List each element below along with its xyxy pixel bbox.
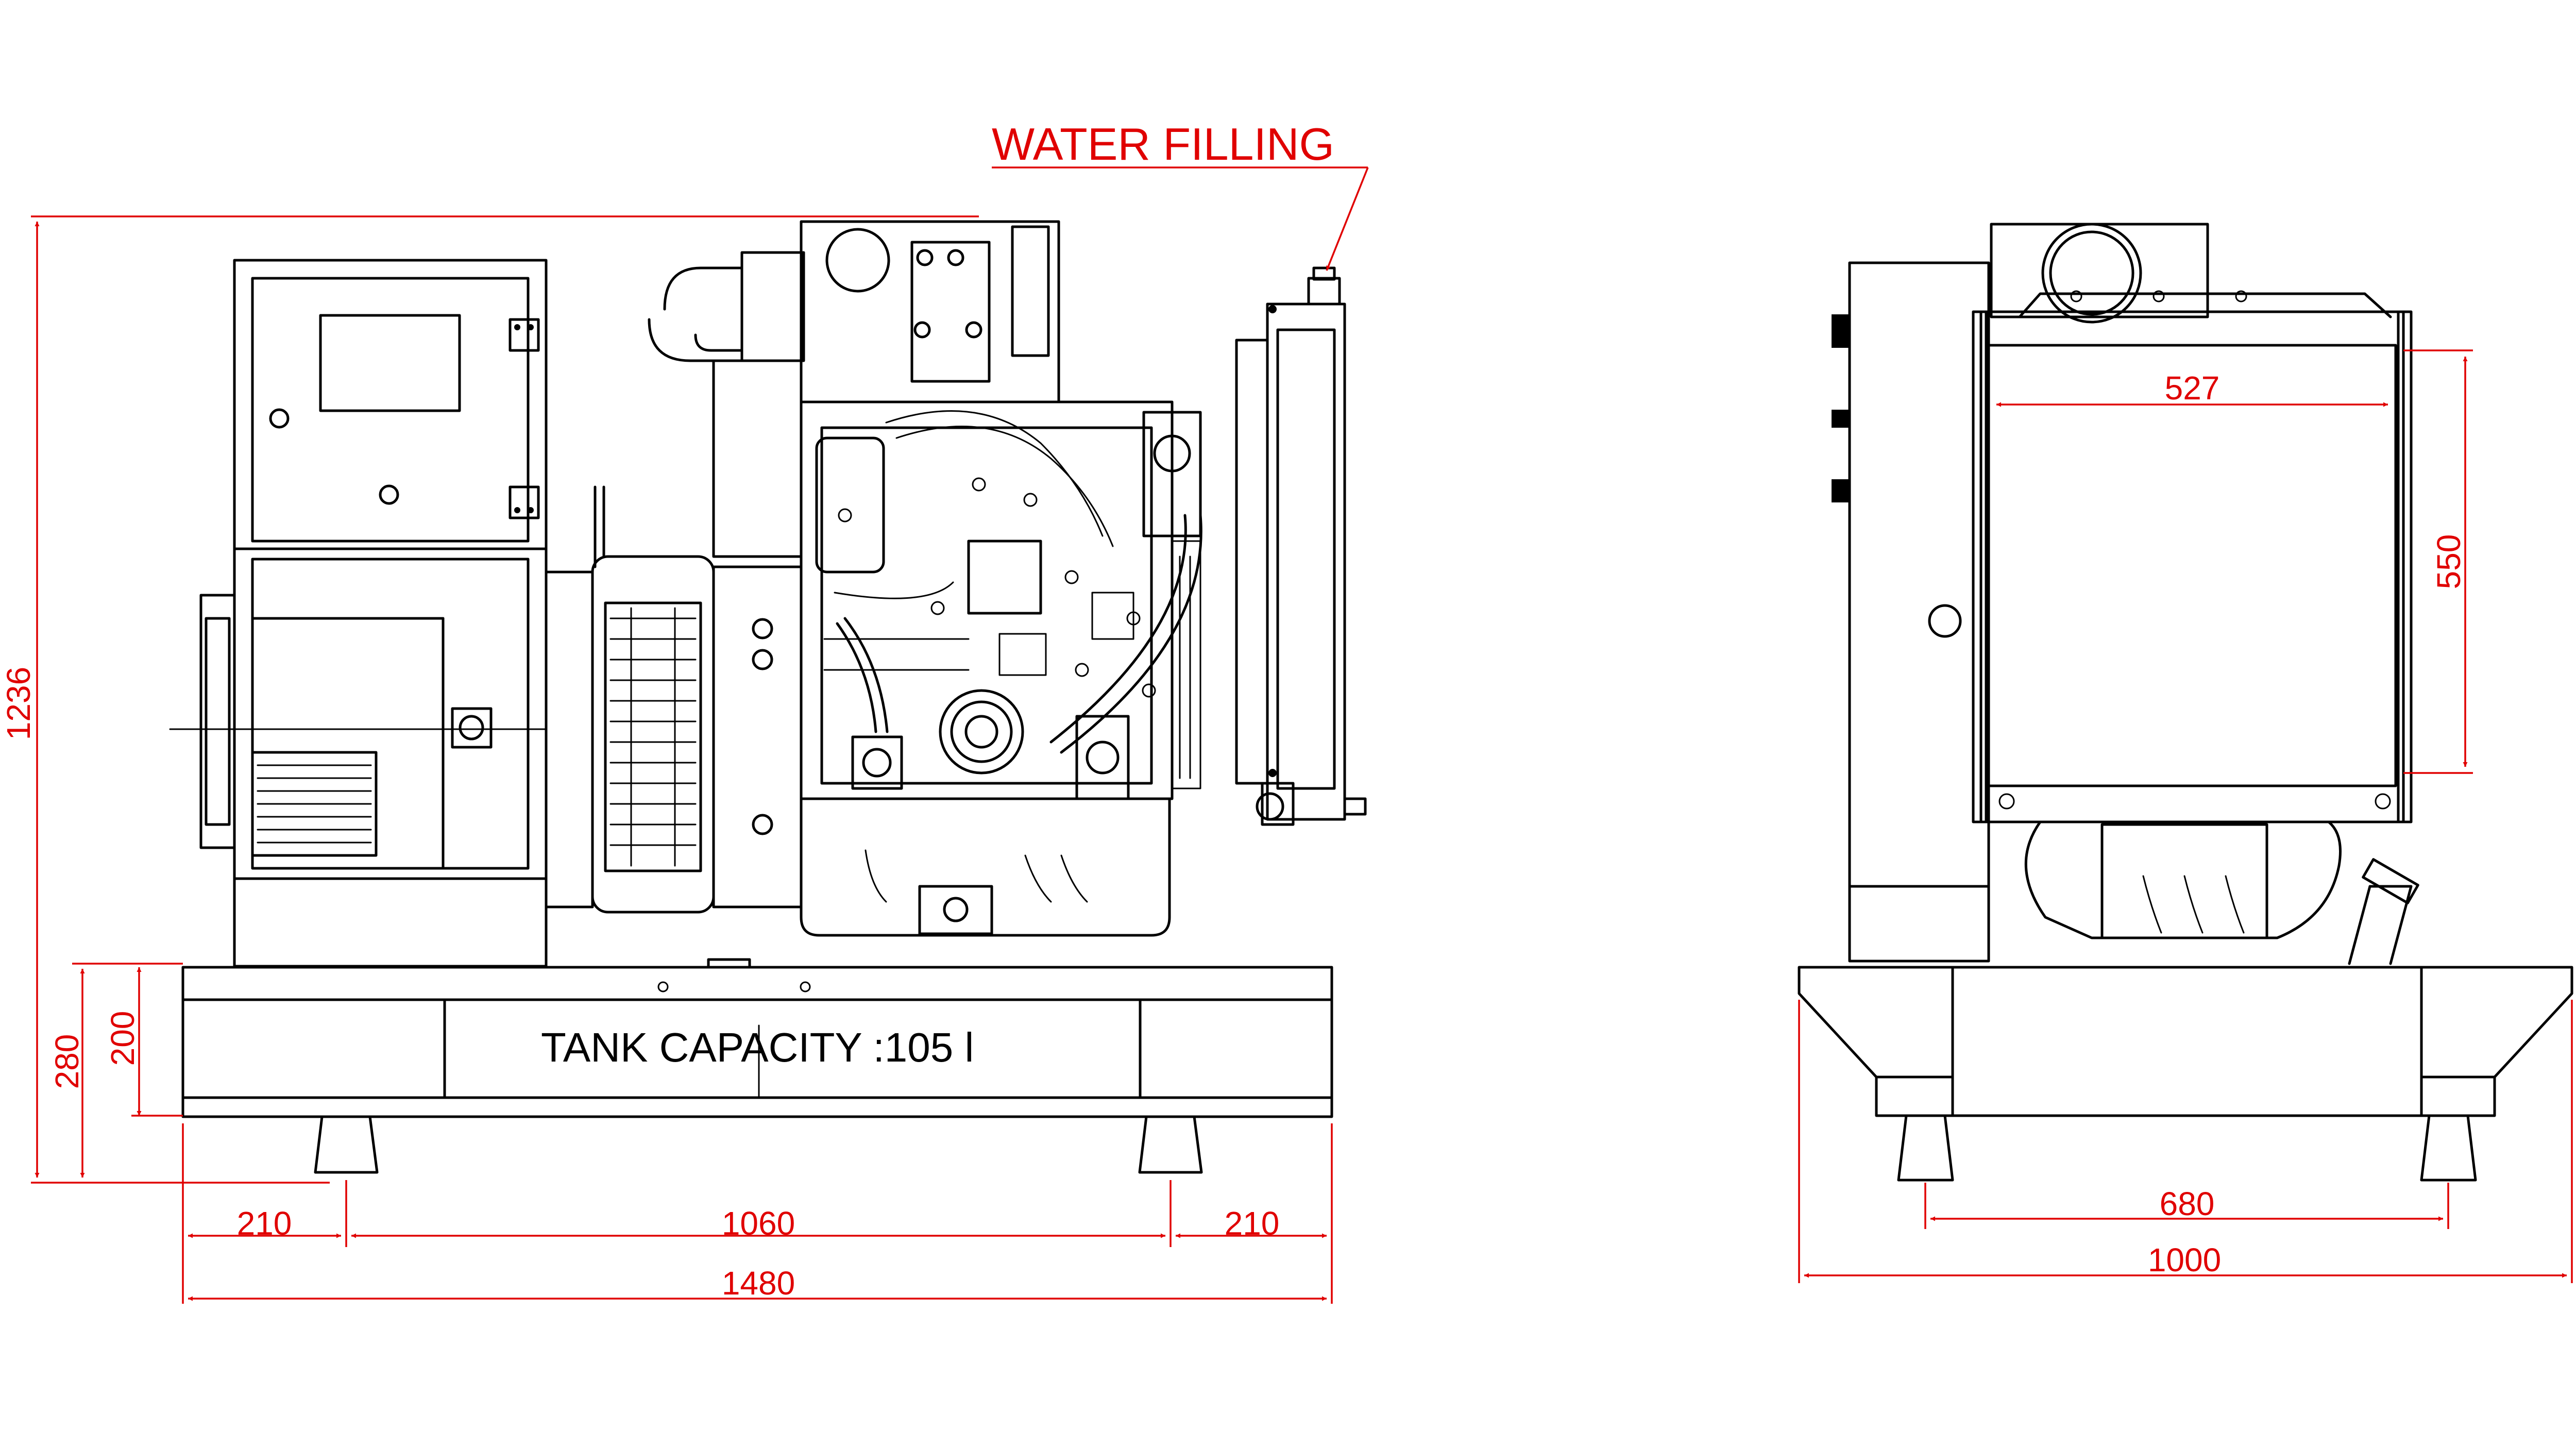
water-filling-label: WATER FILLING [992,119,1334,170]
dim-width-total: 1000 [2148,1241,2221,1278]
alternator [169,485,605,968]
dim-side-foot-spacing: 680 [2160,1185,2215,1222]
front-feet [314,1115,1203,1174]
dim-height-base: 280 [48,1034,86,1089]
radiator-front [1235,266,1367,826]
dim-length-total: 1480 [722,1265,795,1302]
front-view [169,220,1367,1174]
radiator-side [1972,290,2413,823]
side-lower-engine [2024,820,2419,965]
control-panel [233,259,548,550]
dim-height-total: 1236 [0,667,37,740]
side-feet [1897,1114,2477,1182]
side-control-panel [1832,261,1990,963]
side-engine-top [1990,223,2392,324]
dim-height-frame: 200 [104,1011,141,1066]
side-base [1798,966,2573,1117]
dim-radiator-height: 550 [2430,534,2467,590]
tank-capacity-label: TANK CAPACITY :105 l [541,1024,974,1070]
side-view [1798,223,2573,1182]
fan-guard [591,555,803,914]
dim-foot-offset-left: 210 [237,1205,292,1242]
dim-radiator-width: 527 [2165,369,2220,407]
dim-foot-spacing: 1060 [722,1205,795,1242]
water-filling-callout: WATER FILLING [992,119,1369,271]
dim-foot-offset-right: 210 [1225,1205,1280,1242]
fan-grille [609,607,697,867]
fuel-tank-base [181,958,1333,1118]
engine [648,220,1202,937]
dimensions: 1236 280 200 210 1060 210 1480 527 550 [0,215,2573,1304]
